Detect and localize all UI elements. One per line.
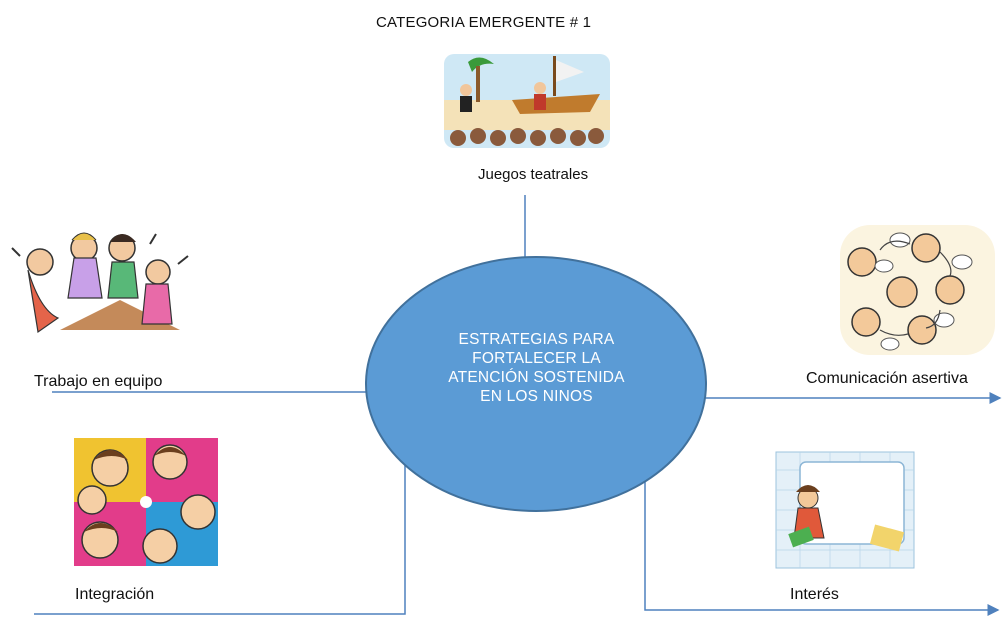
node-label-juegos-teatrales: Juegos teatrales: [478, 166, 589, 183]
connector-integracion: [34, 460, 406, 615]
theatre-picture: [444, 54, 610, 148]
node-label-comunicacion-asertiva: Comunicación asertiva: [806, 370, 968, 387]
connector-interes: [644, 480, 1000, 616]
center-line-2: FORTALECER LA: [472, 350, 601, 367]
integration-picture: [74, 438, 218, 566]
interest-picture: [775, 451, 915, 569]
center-node-text: ESTRATEGIAS PARA FORTALECER LA ATENCIÓN …: [404, 330, 669, 406]
teamwork-picture: [11, 232, 189, 334]
center-line-4: EN LOS NINOS: [480, 388, 593, 405]
center-ellipse: [365, 256, 707, 512]
center-line-3: ATENCIÓN SOSTENIDA: [448, 369, 625, 386]
node-label-trabajo-en-equipo: Trabajo en equipo: [34, 373, 163, 390]
communication-picture: [840, 225, 995, 355]
node-label-integracion: Integración: [75, 586, 155, 603]
page-title: CATEGORIA EMERGENTE # 1: [376, 14, 592, 31]
node-label-interes: Interés: [790, 586, 839, 603]
center-line-1: ESTRATEGIAS PARA: [458, 331, 615, 348]
